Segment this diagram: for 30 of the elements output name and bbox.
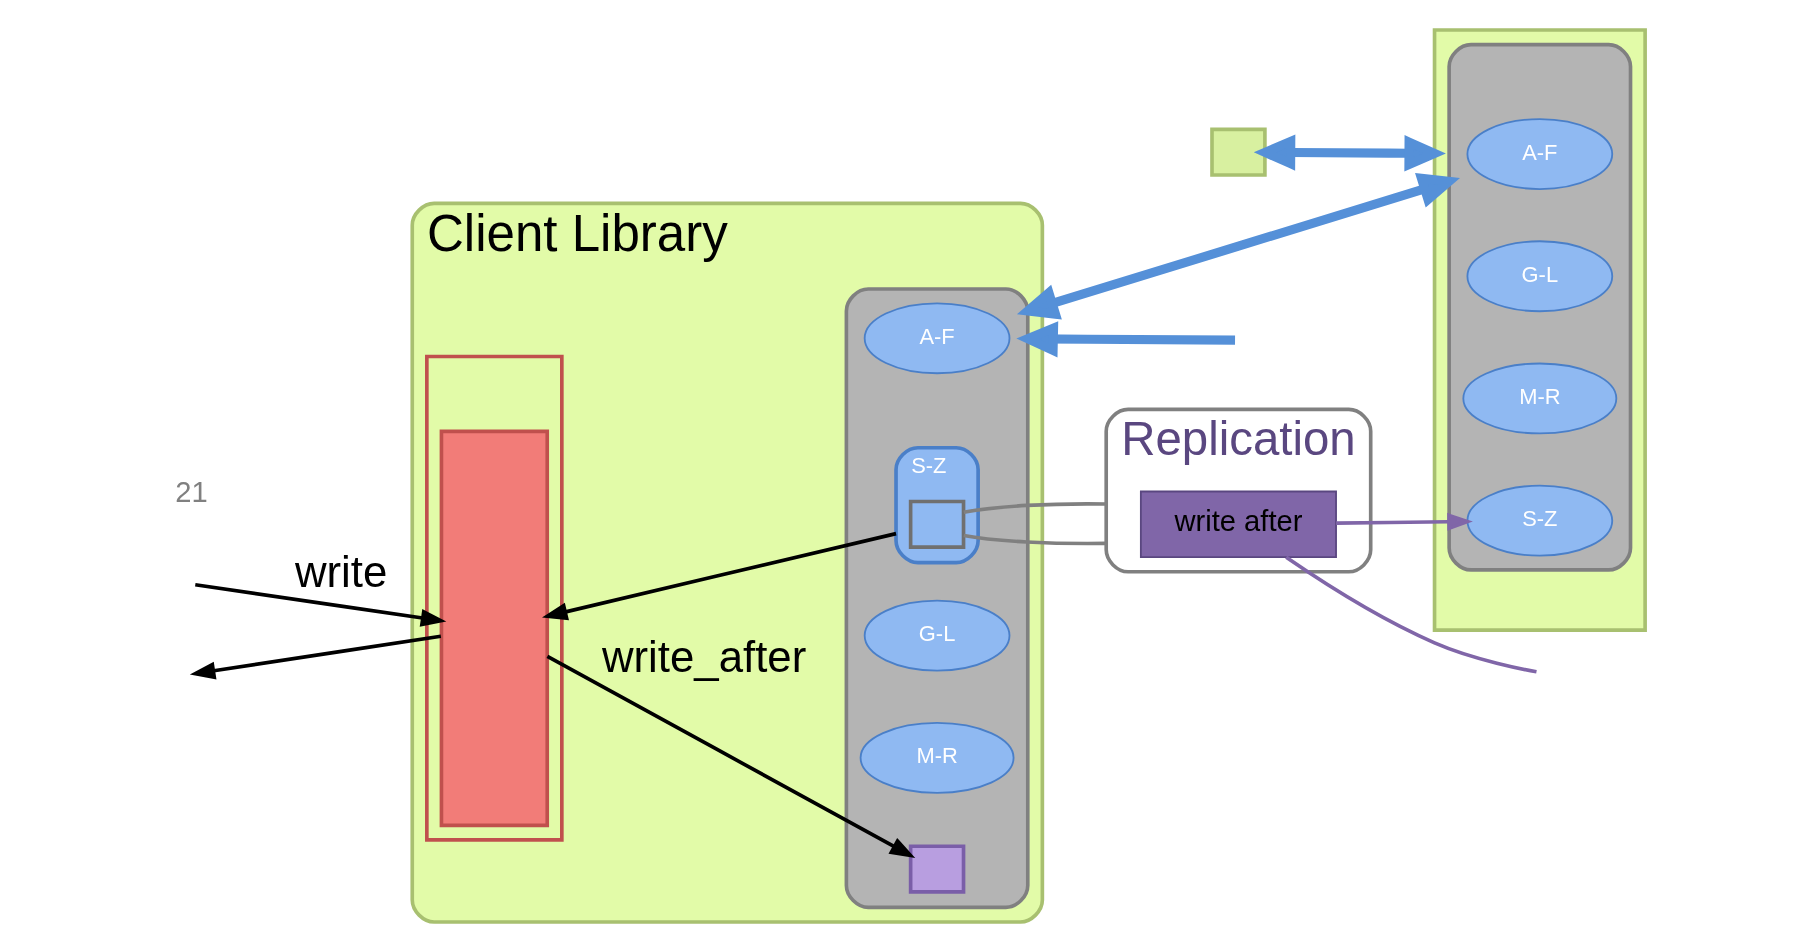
label: 21 xyxy=(174,476,208,509)
node-ellipse: G-L xyxy=(1466,240,1613,313)
node-ellipse: S-Z xyxy=(1466,484,1613,557)
node-ellipse: G-L xyxy=(863,599,1010,672)
arrow xyxy=(1253,134,1446,172)
node-box xyxy=(1209,127,1267,177)
cluster xyxy=(424,354,564,842)
cluster xyxy=(844,287,1030,910)
node-bar xyxy=(439,429,549,828)
node-ellipse: M-R xyxy=(859,721,1014,794)
node-box xyxy=(908,499,965,549)
node-box: write after xyxy=(1139,490,1337,559)
node-box xyxy=(908,844,965,894)
arrow xyxy=(541,531,896,621)
connector xyxy=(962,502,1106,515)
node-ellipse: M-R xyxy=(1461,362,1617,435)
cluster: S-Z xyxy=(893,445,980,565)
arrow xyxy=(1335,512,1473,531)
arrow xyxy=(546,654,915,859)
arrow xyxy=(189,634,441,680)
cluster xyxy=(1432,28,1647,632)
arrow xyxy=(194,583,446,627)
arrow xyxy=(1015,321,1235,358)
edge-label: write xyxy=(294,546,387,596)
connector xyxy=(962,533,1106,546)
edge-label: write_after xyxy=(601,632,806,682)
connector xyxy=(1284,555,1537,674)
node-ellipse: A-F xyxy=(863,302,1010,375)
node-ellipse: A-F xyxy=(1466,118,1613,190)
arrow xyxy=(1016,172,1460,320)
